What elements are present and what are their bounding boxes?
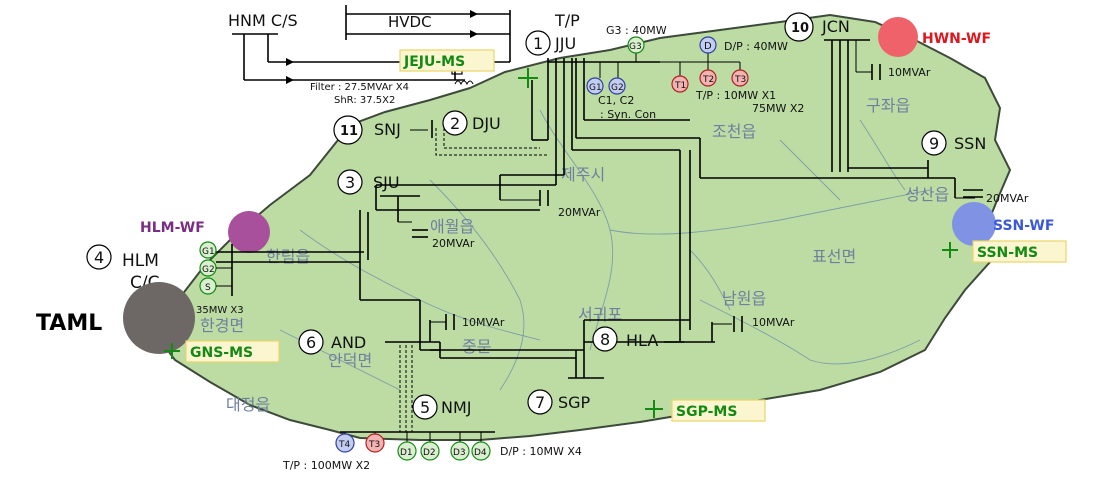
station-snj: 11 SNJ <box>333 115 428 145</box>
hlm-wind-farm: HLM-WF <box>140 211 270 253</box>
hnm-cs-label: HNM C/S <box>228 11 298 30</box>
station-jcn: 10 JCN 10MVAr <box>784 12 931 172</box>
station-hlm: 4 HLM C/C G1 G2 S 35MW X3 <box>86 210 420 316</box>
jju-dp-label: D/P : 40MW <box>724 40 788 53</box>
filter-label: Filter : 27.5MVAr X4 <box>310 82 409 93</box>
station-and: 6 AND 10MVAr <box>298 300 505 432</box>
hlm-number: 4 <box>94 248 104 267</box>
and-code: AND <box>331 333 366 352</box>
district-andeok: 안덕면 <box>328 351 372 370</box>
unit-t1: T1 <box>674 81 686 91</box>
nmj-code: NMJ <box>441 398 472 417</box>
jeju-ms: JEJU-MS <box>399 49 538 88</box>
unit-nmj-d4: D4 <box>474 448 487 458</box>
hwn-wf-label: HWN-WF <box>922 31 991 47</box>
station-sju: 3 SJU 20MVAr <box>337 130 557 250</box>
taml-wind-farm: TAML <box>36 282 195 354</box>
nmj-number: 5 <box>420 398 430 417</box>
and-cap-label: 10MVAr <box>462 316 505 329</box>
sju-code: SJU <box>373 173 400 192</box>
jju-g3-label: G3 : 40MW <box>606 24 667 37</box>
ssn-ms-label: SSN-MS <box>977 245 1038 261</box>
unit-nmj-d3: D3 <box>453 448 466 458</box>
hlm-code: HLM <box>122 251 159 271</box>
dju-cap-label: 20MVAr <box>558 206 601 219</box>
district-seongsan: 성산읍 <box>905 185 949 204</box>
hla-cap-label: 10MVAr <box>752 316 795 329</box>
unit-hlm-g1: G1 <box>202 247 215 257</box>
ssn-code: SSN <box>954 134 986 153</box>
jcn-code: JCN <box>821 17 850 36</box>
gns-ms: GNS-MS <box>164 340 280 363</box>
district-hangyeong: 한경면 <box>200 316 244 335</box>
jju-tp-rating2: 75MW X2 <box>752 102 804 115</box>
district-gujwa: 구좌읍 <box>866 96 910 115</box>
station-ssn: 9 SSN 20MVAr SSN-WF SSN-MS <box>700 130 1067 263</box>
hvdc-label: HVDC <box>388 13 432 31</box>
and-number: 6 <box>306 333 316 352</box>
station-hla: 8 HLA 10MVAr <box>592 316 795 352</box>
district-jungmun: 중문 <box>462 337 491 356</box>
unit-t2: T2 <box>702 75 714 85</box>
hlm-rating-label: 35MW X3 <box>196 305 244 316</box>
gns-ms-label: GNS-MS <box>190 345 253 361</box>
snj-number: 11 <box>340 124 358 139</box>
dju-number: 2 <box>450 114 460 133</box>
unit-hlm-s: S <box>205 283 211 293</box>
sju-number: 3 <box>345 173 355 192</box>
sgp-code: SGP <box>558 393 591 412</box>
ssn-wf-label: SSN-WF <box>993 218 1054 234</box>
jju-c-label: C1, C2 <box>598 94 634 107</box>
jju-syn-label: : Syn. Con <box>600 108 656 121</box>
jcn-number: 10 <box>791 21 809 36</box>
district-hallim: 한림읍 <box>266 247 310 266</box>
district-namwon: 남원읍 <box>722 289 766 308</box>
nmj-dp-label: D/P : 10MW X4 <box>500 445 582 458</box>
ssn-cap-label: 20MVAr <box>986 192 1029 205</box>
jju-number: 1 <box>533 34 543 53</box>
jju-tp-label: T/P <box>554 11 580 30</box>
unit-d: D <box>704 41 712 52</box>
snj-code: SNJ <box>374 120 401 139</box>
taml-label: TAML <box>36 311 102 336</box>
unit-t3: T3 <box>734 75 746 85</box>
sju-cap-label: 20MVAr <box>432 237 475 250</box>
district-jocheon: 조천읍 <box>712 122 756 141</box>
unit-g3: G3 <box>629 42 642 52</box>
hla-number: 8 <box>600 330 610 349</box>
unit-nmj-d1: D1 <box>400 448 413 458</box>
nmj-tp-label: T/P : 100MW X2 <box>282 459 370 472</box>
jeju-ms-label: JEJU-MS <box>403 54 465 70</box>
district-daejeong: 대정읍 <box>226 395 270 414</box>
shr-label: ShR: 37.5X2 <box>334 95 395 106</box>
jju-code: JJU <box>554 34 576 53</box>
unit-g2: G2 <box>611 83 624 93</box>
district-pyoseon: 표선면 <box>812 247 856 266</box>
unit-nmj-t4: T4 <box>338 440 350 450</box>
sgp-ms-label: SGP-MS <box>676 404 737 420</box>
unit-g1: G1 <box>589 83 602 93</box>
district-jeju: 제주시 <box>561 165 605 184</box>
hwn-wind-farm: HWN-WF <box>878 17 991 57</box>
jcn-cap-label: 10MVAr <box>888 66 931 79</box>
station-nmj: 5 NMJ T4 T3 D1 D2 D3 D4 T/P : 100MW X2 D… <box>282 394 582 472</box>
station-jju: T/P 1 JJU G3 : 40MW D/P : 40MW C1, C2 : … <box>525 11 804 175</box>
hlm-wf-label: HLM-WF <box>140 220 205 236</box>
sgp-number: 7 <box>535 393 545 412</box>
unit-nmj-d2: D2 <box>423 448 436 458</box>
district-aewol: 애월읍 <box>430 217 474 236</box>
hla-code: HLA <box>626 331 658 350</box>
district-labels: 구좌읍 조천읍 제주시 애월읍 한림읍 한경면 성산읍 표선면 남원읍 서귀포 … <box>200 96 949 414</box>
ssn-number: 9 <box>929 134 939 153</box>
unit-nmj-t3: T3 <box>368 440 380 450</box>
jju-tp-rating: T/P : 10MW X1 <box>695 89 776 102</box>
dju-code: DJU <box>472 114 501 133</box>
station-dju: 2 DJU 20MVAr <box>431 80 601 219</box>
unit-hlm-g2: G2 <box>202 265 215 275</box>
